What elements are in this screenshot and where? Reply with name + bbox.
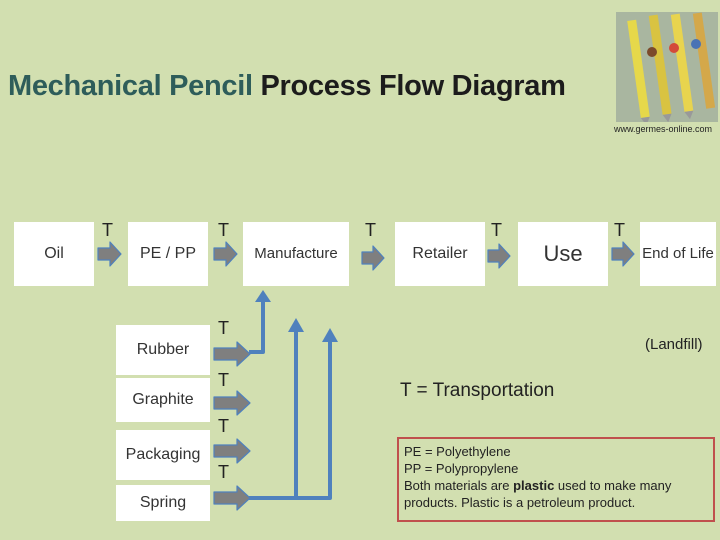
rubber-label: Rubber: [136, 341, 190, 359]
arrow-use-to-end-of-life: [611, 241, 635, 267]
transport-marker: T: [365, 220, 376, 240]
oil-box: Oil: [14, 222, 94, 286]
end-of-life-box: End of Life: [640, 222, 716, 286]
transport-legend: T = Transportation: [400, 380, 555, 401]
packaging-label: Packaging: [125, 446, 201, 464]
transport-marker: T: [218, 220, 229, 240]
note-bold-plastic: plastic: [513, 477, 555, 493]
spring-box: Spring: [116, 485, 210, 521]
arrow-manufacture-to-retailer: [361, 245, 385, 271]
pencils-photo: [616, 12, 718, 122]
materials-note: PE = Polyethylene PP = Polypropylene Bot…: [397, 437, 715, 522]
image-caption: www.germes-online.com: [614, 124, 713, 134]
arrow-oil-to-pepp: [97, 241, 122, 267]
transport-marker: T: [218, 370, 229, 390]
title-part-2: Process Flow Diagram: [260, 70, 566, 102]
arrow-up-middle: [249, 328, 298, 500]
transport-marker: T: [218, 318, 229, 338]
end-of-life-label: End of Life: [642, 244, 714, 262]
rubber-box: Rubber: [116, 325, 210, 375]
manufacture-box: Manufacture: [243, 222, 349, 286]
transport-marker: T: [218, 462, 229, 482]
retailer-box: Retailer: [395, 222, 485, 286]
graphite-box: Graphite: [116, 378, 210, 422]
note-line-plastic: Both materials are plastic used to make …: [404, 478, 708, 512]
note-line-pp: PP = Polypropylene: [404, 460, 519, 476]
transport-marker: T: [218, 416, 229, 436]
note-line-pe: PE = Polyethylene: [404, 444, 511, 459]
note-text: Both materials are: [404, 477, 514, 493]
arrow-up-inner: [249, 338, 332, 500]
arrow-packaging: [213, 438, 251, 464]
packaging-box: Packaging: [116, 430, 210, 480]
oil-label: Oil: [44, 245, 64, 263]
graphite-label: Graphite: [132, 391, 194, 409]
arrow-rubber: [213, 341, 251, 367]
arrow-retailer-to-use: [487, 243, 511, 269]
landfill-label: (Landfill): [645, 336, 703, 353]
transport-marker: T: [491, 220, 502, 240]
spring-label: Spring: [139, 494, 187, 512]
title-part-1: Mechanical Pencil: [8, 70, 253, 102]
pe-pp-label: PE / PP: [139, 245, 197, 263]
transport-marker: T: [614, 220, 625, 240]
arrow-up-outer: [249, 298, 265, 354]
note-text: used to make many products. Plastic is a…: [404, 477, 672, 510]
transport-marker: T: [102, 220, 113, 240]
page-title: Mechanical Pencil Process Flow Diagram: [8, 70, 566, 103]
arrow-graphite: [213, 390, 251, 416]
arrow-spring: [213, 485, 251, 511]
arrow-pepp-to-manufacture: [213, 241, 238, 267]
use-box: Use: [518, 222, 608, 286]
pe-pp-box: PE / PP: [128, 222, 208, 286]
manufacture-label: Manufacture: [254, 244, 338, 262]
retailer-label: Retailer: [412, 245, 468, 263]
use-label: Use: [543, 240, 583, 266]
